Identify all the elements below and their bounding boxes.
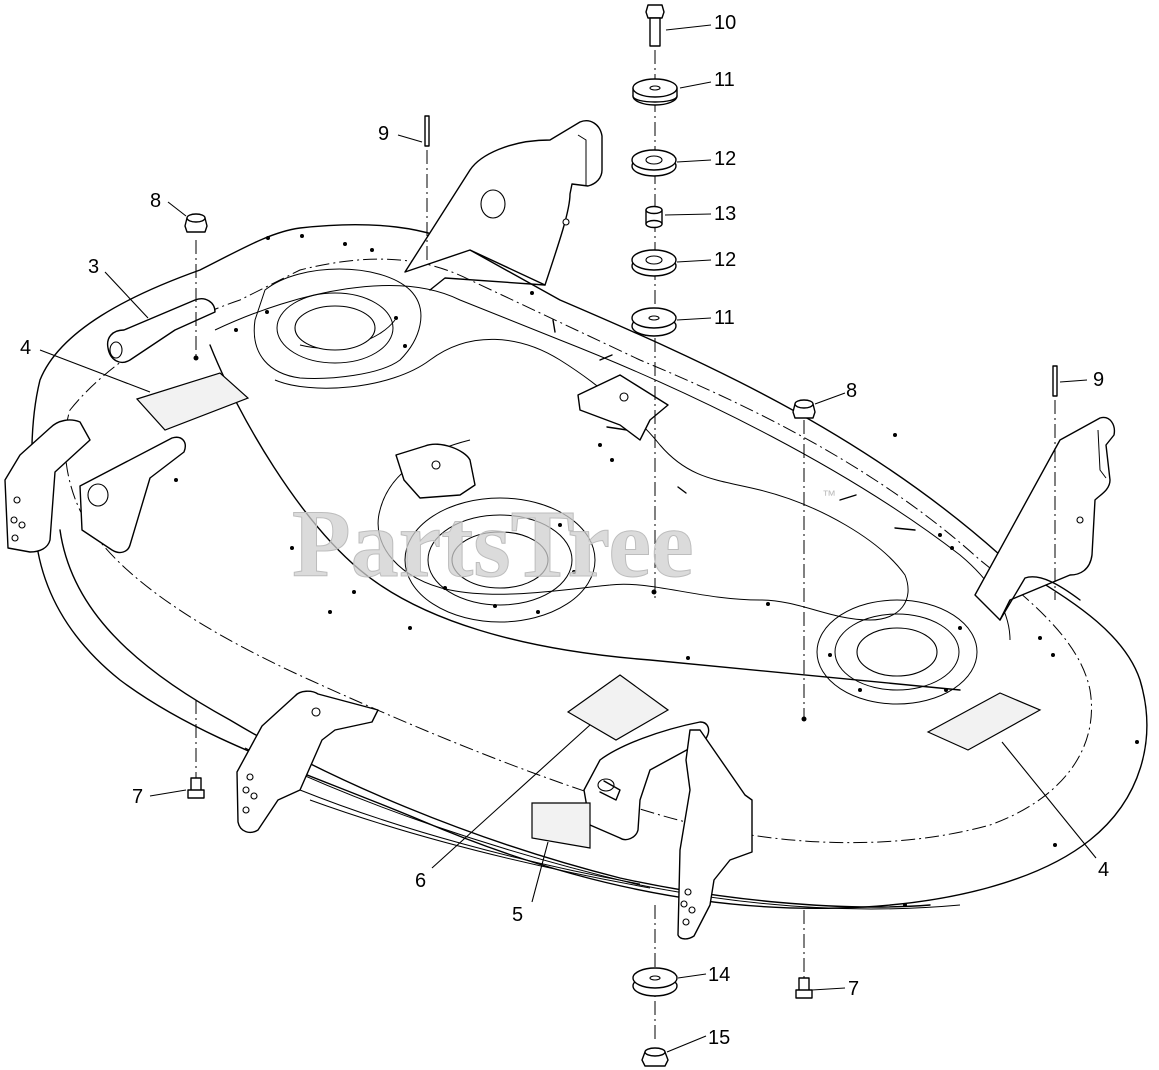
callout-14: 14 [708,964,730,986]
hitch-pins [424,115,1058,397]
callout-6: 6 [415,870,426,892]
callout-13: 13 [714,203,736,225]
callout-7-left: 7 [132,786,143,808]
right-hanger-bracket [974,416,1116,621]
callout-12-lower: 12 [714,249,736,271]
callout-8-left: 8 [150,190,161,212]
callout-12-upper: 12 [714,148,736,170]
callout-9-right: 9 [1093,369,1104,391]
callout-7-right: 7 [848,978,859,1000]
deck-slots [552,319,916,531]
decal-right [926,692,1042,751]
watermark-text: PartsTree [292,490,694,597]
bolt-stack [631,4,678,1067]
callout-4-right: 4 [1098,859,1109,881]
callout-11-lower: 11 [714,307,735,329]
baffle-brackets [395,374,669,499]
bolt-10-shank [649,17,661,47]
right-shoulder [999,576,1081,621]
flange-nuts [184,213,816,419]
watermark-trademark: ™ [822,487,836,503]
callout-3: 3 [88,256,99,278]
decals [135,372,1042,849]
deck-holes [174,234,1139,907]
front-left-hanger [236,690,379,834]
callout-8-right: 8 [846,380,857,402]
callout-15: 15 [708,1027,730,1049]
decal-center [566,674,670,741]
callout-9-rear: 9 [378,123,389,145]
spindle-openings [276,292,978,705]
bolt-10 [645,4,665,19]
callout-10: 10 [714,12,736,34]
front-right-hanger [677,729,753,940]
left-pivot-arm [106,298,216,364]
callout-labels: 10 11 12 13 12 11 9 8 3 4 8 9 7 6 5 4 14… [20,12,1109,1049]
carriage-bolts [187,777,813,999]
rear-hanger-bracket [404,120,603,291]
decal-left [135,372,250,431]
left-front-hanger [4,419,186,554]
front-center-hanger [583,721,710,841]
callout-5: 5 [512,904,523,926]
callout-leaders [39,24,1097,1053]
decal-front [531,802,591,849]
callout-4-left: 4 [20,337,31,359]
callout-11-upper: 11 [714,69,735,91]
